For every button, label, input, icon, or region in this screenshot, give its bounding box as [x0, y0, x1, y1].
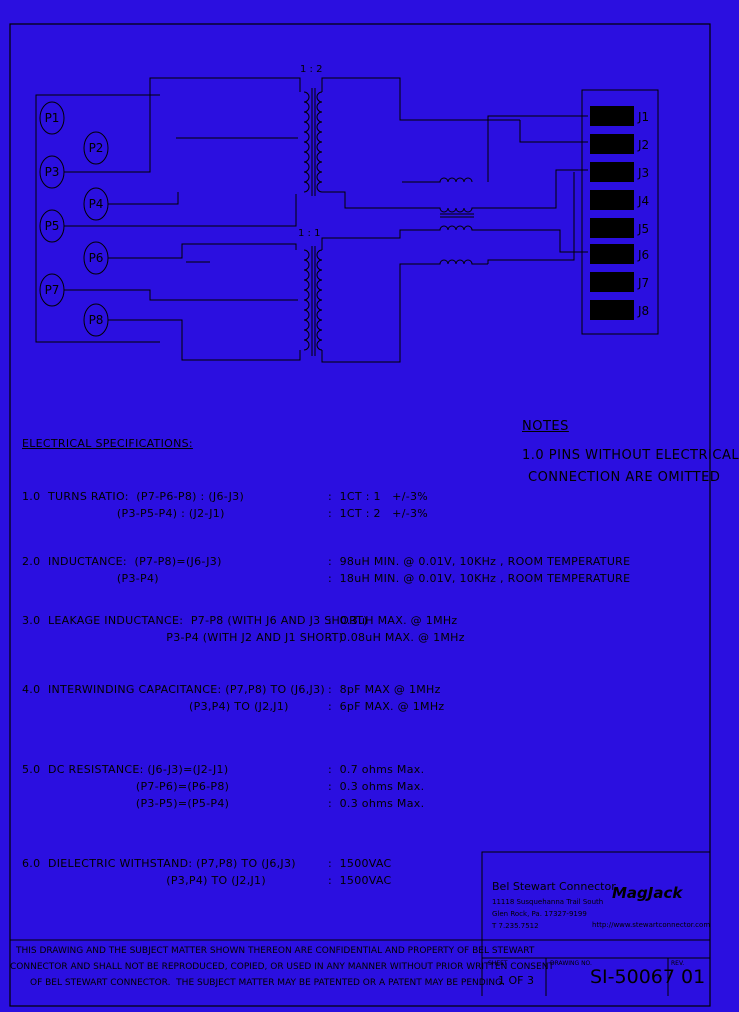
svg-text:J8: J8 [637, 304, 649, 318]
spec-label: (P3,P4) TO (J2,J1) [22, 874, 266, 887]
revision-label: REV. [671, 960, 685, 967]
pin-j5: J5 [590, 218, 649, 238]
company-name: Bel Stewart Connector [492, 880, 616, 893]
svg-text:J2: J2 [637, 138, 649, 152]
svg-text:P7: P7 [45, 283, 60, 297]
spec-value: : 1500VAC [328, 874, 392, 887]
pin-p7: P7 [39, 273, 65, 307]
spec-value: : 8pF MAX @ 1MHz [328, 683, 441, 696]
svg-text:P5: P5 [45, 219, 60, 233]
svg-text:J3: J3 [637, 166, 649, 180]
pin-p6: P6 [83, 241, 109, 275]
drawing-number: SI-50067 [590, 966, 675, 988]
left-pins: P1 P2 P3 P4 P5 P6 P7 P8 [39, 101, 109, 337]
primary-wires [64, 77, 301, 361]
spec-value: : 0.3 ohms Max. [328, 797, 425, 810]
company-address-2: Glen Rock, Pa. 17327-9199 [492, 910, 587, 918]
company-phone: T 7.235.7512 [492, 922, 539, 930]
notes-line-2: CONNECTION ARE OMITTED [528, 470, 721, 485]
svg-text:J7: J7 [637, 276, 649, 290]
pin-j3: J3 [590, 162, 649, 182]
pin-p4: P4 [83, 187, 109, 221]
pin-j8: J8 [590, 300, 649, 320]
svg-text:P6: P6 [89, 251, 104, 265]
spec-value: : 1CT : 2 +/-3% [328, 507, 429, 520]
specs-title: ELECTRICAL SPECIFICATIONS: [22, 437, 193, 450]
spec-value: : 0.3 ohms Max. [328, 780, 425, 793]
sheet-value: 1 OF 3 [498, 974, 534, 987]
spec-label: 2.0 INDUCTANCE: (P7-P8)=(J6-J3) [22, 555, 222, 568]
drawing-sheet: P1 P2 P3 P4 P5 P6 P7 P8 1 : 2 1 : 1 [9, 23, 739, 1007]
sheet-label: SHEET [488, 960, 508, 967]
spec-label: 4.0 INTERWINDING CAPACITANCE: (P7,P8) TO… [22, 683, 325, 696]
drawing-number-label: DRAWING NO. [550, 960, 592, 967]
right-pins: J1 J2 J3 J4 J5 J6 J7 J8 [590, 106, 649, 320]
disclaimer-line-1: THIS DRAWING AND THE SUBJECT MATTER SHOW… [16, 946, 535, 956]
spec-label: (P7-P6)=(P6-P8) [22, 780, 230, 793]
pin-p5: P5 [39, 209, 65, 243]
svg-text:1 : 1: 1 : 1 [298, 228, 320, 239]
right-connector-outline [581, 89, 659, 335]
svg-text:P1: P1 [45, 111, 60, 125]
pin-p1: P1 [39, 101, 65, 135]
pin-j1: J1 [590, 106, 649, 126]
secondary-wires [487, 115, 588, 264]
title-block-lines [10, 851, 711, 996]
pin-p2: P2 [83, 131, 109, 165]
spec-value: : 18uH MIN. @ 0.01V, 10KHz , ROOM TEMPER… [328, 572, 631, 585]
left-connector-outline [35, 94, 160, 343]
spec-value: : 0.7 ohms Max. [328, 763, 425, 776]
notes-line-1: 1.0 PINS WITHOUT ELECTRICAL [522, 448, 739, 463]
transformer-1: 1 : 2 [300, 64, 520, 209]
svg-text:J1: J1 [637, 110, 649, 124]
svg-text:J5: J5 [637, 222, 649, 236]
schematic-diagram: P1 P2 P3 P4 P5 P6 P7 P8 1 : 2 1 : 1 [9, 23, 711, 1007]
spec-label: (P3-P5-P4) : (J2-J1) [22, 507, 225, 520]
revision-number: 01 [681, 966, 706, 988]
sheet-border [9, 23, 711, 1007]
company-address-1: 11118 Susquehanna Trail South [492, 898, 604, 906]
notes-title: NOTES [522, 419, 569, 434]
spec-label: (P3,P4) TO (J2,J1) [22, 700, 289, 713]
disclaimer-line-2: CONNECTOR AND SHALL NOT BE REPRODUCED, C… [10, 962, 554, 972]
svg-text:P2: P2 [89, 141, 104, 155]
pin-j7: J7 [590, 272, 649, 292]
pin-j2: J2 [590, 134, 649, 154]
spec-label: 1.0 TURNS RATIO: (P7-P6-P8) : (J6-J3) [22, 490, 245, 503]
spec-value: : 0.3uH MAX. @ 1MHz [328, 614, 458, 627]
pin-j6: J6 [590, 244, 649, 264]
pin-p3: P3 [39, 155, 65, 189]
svg-text:P3: P3 [45, 165, 60, 179]
spec-label: P3-P4 (WITH J2 AND J1 SHORT) [22, 631, 344, 644]
pin-p8: P8 [83, 303, 109, 337]
svg-text:1 : 2: 1 : 2 [300, 64, 322, 75]
website-link[interactable]: http://www.stewartconnector.com [592, 921, 711, 929]
spec-value: : 98uH MIN. @ 0.01V, 10KHz , ROOM TEMPER… [328, 555, 631, 568]
transformer-2: 1 : 1 [298, 228, 432, 363]
svg-text:P4: P4 [89, 197, 104, 211]
spec-value: : 1CT : 1 +/-3% [328, 490, 429, 503]
svg-text:J6: J6 [637, 248, 649, 262]
magjack-logo: MagJack [612, 884, 683, 902]
spec-label: (P3-P4) [22, 572, 159, 585]
spec-value: : 1500VAC [328, 857, 392, 870]
svg-text:J4: J4 [637, 194, 649, 208]
svg-text:P8: P8 [89, 313, 104, 327]
spec-value: : 0.08uH MAX. @ 1MHz [328, 631, 465, 644]
disclaimer-line-3: OF BEL STEWART CONNECTOR. THE SUBJECT MA… [30, 978, 505, 988]
spec-value: : 6pF MAX. @ 1MHz [328, 700, 445, 713]
spec-label: 5.0 DC RESISTANCE: (J6-J3)=(J2-J1) [22, 763, 229, 776]
spec-label: (P3-P5)=(P5-P4) [22, 797, 230, 810]
spec-label: 3.0 LEAKAGE INDUCTANCE: P7-P8 (WITH J6 A… [22, 614, 368, 627]
spec-label: 6.0 DIELECTRIC WITHSTAND: (P7,P8) TO (J6… [22, 857, 296, 870]
common-mode-chokes [402, 177, 520, 265]
pin-j4: J4 [590, 190, 649, 210]
